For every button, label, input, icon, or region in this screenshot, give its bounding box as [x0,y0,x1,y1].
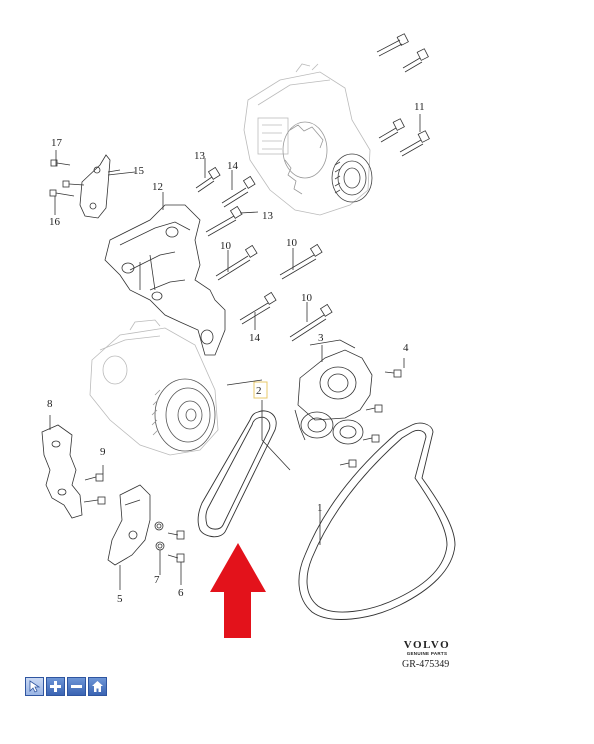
belt-small [197,410,277,538]
callout-3: 3 [318,332,324,344]
diagram-reference: GR-475349 [402,659,450,670]
pointer-button[interactable] [25,677,44,696]
washers-6-7 [154,521,185,585]
brand-name: VOLVO [403,639,451,651]
callout-5: 5 [117,593,123,605]
callout-6: 6 [178,587,184,599]
callout-10a: 10 [220,240,232,252]
zoom-in-button[interactable] [46,677,65,696]
bolts-10-13-14 [195,158,333,342]
callout-2: 2 [256,385,262,397]
pointer-icon [29,680,41,693]
zoom-in-icon [50,681,61,692]
bracket-8 [41,415,83,519]
callout-13b: 13 [262,210,274,222]
belt-large [298,422,456,620]
brand-block: VOLVO GENUINE PARTS [388,639,466,656]
callout-4: 4 [403,342,409,354]
ac-compressor [89,319,219,456]
zoom-toolbar [25,677,107,696]
callout-17: 17 [51,137,63,149]
home-button[interactable] [88,677,107,696]
belt-tensioner [294,339,373,445]
callout-13a: 13 [194,150,206,162]
callout-14b: 14 [249,332,261,344]
callout-10c: 10 [301,292,313,304]
callout-14a: 14 [227,160,239,172]
small-bracket [79,154,136,219]
callout-16: 16 [49,216,61,228]
screws-16-17 [49,150,85,215]
red-arrow-icon [210,543,266,638]
alternator [243,63,373,216]
home-icon [92,681,103,692]
zoom-out-icon [71,685,82,688]
callout-1: 1 [317,502,323,514]
callout-labels: 1 2 3 4 5 6 7 8 9 10 10 10 11 12 13 13 1… [47,101,425,605]
zoom-out-button[interactable] [67,677,86,696]
bracket-5 [107,484,151,590]
bolts-11 [376,33,430,157]
brand-subtitle: GENUINE PARTS [406,651,448,656]
mounting-bracket [104,204,226,356]
bolts-8-9 [83,465,106,505]
callout-15: 15 [133,165,145,177]
tensioner-bolts [339,358,405,468]
callout-8: 8 [47,398,53,410]
callout-10b: 10 [286,237,298,249]
leader-lines [107,169,323,545]
callout-12: 12 [152,181,163,193]
callout-9: 9 [100,446,106,458]
callout-7: 7 [154,574,160,586]
callout-11: 11 [414,101,425,113]
